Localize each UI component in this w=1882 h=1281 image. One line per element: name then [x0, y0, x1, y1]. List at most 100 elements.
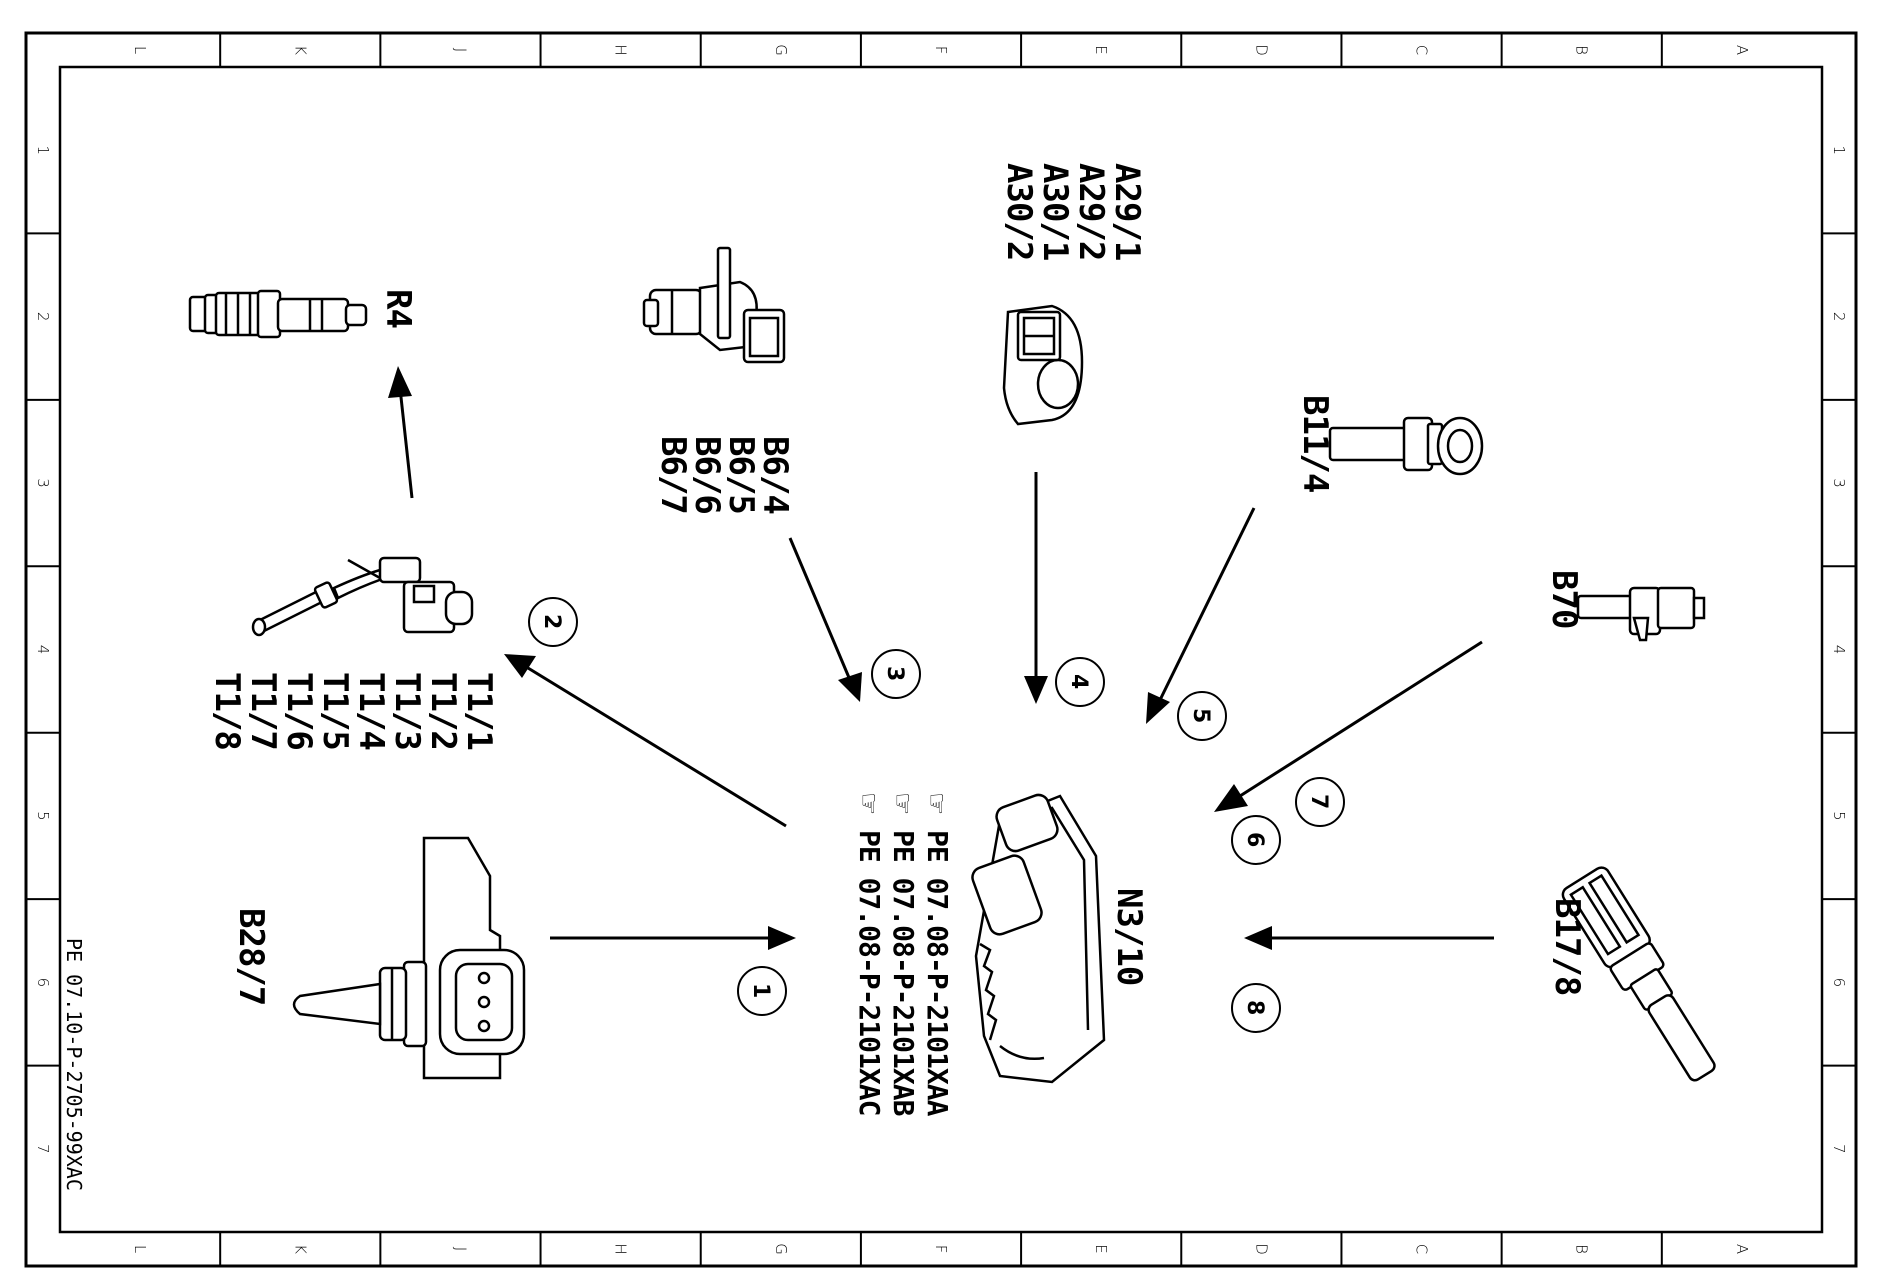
callout-number-8: 8 [1242, 1000, 1267, 1015]
arrowhead-4 [1024, 676, 1048, 704]
arrow-to-r4 [398, 387, 414, 499]
engine-control-unit-icon [971, 793, 1106, 1084]
grid-column-label: H [612, 1243, 630, 1254]
callout-number-7: 7 [1306, 794, 1331, 809]
arrowhead-2 [504, 654, 536, 678]
grid-column-label: E [1092, 45, 1110, 54]
label-t1-6: T1/6 [279, 672, 319, 750]
label-b17-8: B17/8 [1547, 898, 1587, 995]
arrowhead-3 [838, 672, 862, 702]
reference-link-1[interactable]: PE 07.08-P-2101XAA [921, 830, 954, 1117]
callout-number-4: 4 [1066, 674, 1091, 689]
grid-row-label: 6 [34, 978, 52, 988]
knock-sensor-icon [1002, 304, 1084, 426]
grid-column-label: F [932, 1245, 950, 1254]
grid-column-label: D [1252, 44, 1270, 56]
grid-column-label: L [131, 46, 149, 54]
callout-number-6: 6 [1242, 832, 1267, 847]
b6-label-block: B6/4 B6/5 B6/6 B6/7 [653, 436, 795, 514]
grid-column-label: E [1092, 1244, 1110, 1253]
glow-plug-icon [188, 289, 368, 339]
grid-column-label: J [451, 1247, 469, 1251]
grid-row-label: 1 [1830, 145, 1848, 155]
reference-link-2[interactable]: PE 07.08-P-2101XAB [887, 830, 920, 1116]
outer-frame [24, 31, 1858, 1268]
reference-item: ☞ PE 07.08-P-2101XAC [853, 792, 886, 1115]
grid-column-label: B [1573, 45, 1591, 55]
inner-frame [58, 65, 1824, 1234]
arrowhead-r4 [388, 366, 412, 398]
arrowhead-5 [1146, 692, 1170, 724]
grid-left-strip: 1 2 3 4 5 6 7 [26, 145, 60, 1154]
camshaft-sensor-icon [642, 246, 786, 364]
label-a29-2: A29/2 [1071, 163, 1111, 260]
grid-row-label: 2 [34, 312, 52, 322]
hand-pointer-icon: ☞ [922, 792, 952, 815]
callout-1: 1 [737, 966, 787, 1016]
callout-6: 6 [1231, 815, 1281, 865]
arrow-7 [1239, 640, 1483, 798]
grid-column-label: G [772, 1243, 790, 1255]
grid-row-label: 3 [34, 478, 52, 488]
callout-number-5: 5 [1188, 708, 1213, 723]
callout-4: 4 [1055, 657, 1105, 707]
label-b6-5: B6/5 [721, 436, 761, 514]
grid-row-label: 7 [1830, 1144, 1848, 1154]
callout-number-2: 2 [539, 614, 564, 629]
grid-column-label: B [1573, 1244, 1591, 1254]
grid-column-label: H [612, 44, 630, 55]
label-b6-4: B6/4 [755, 436, 795, 514]
arrow-3 [788, 537, 852, 681]
grid-column-label: A [1733, 45, 1751, 55]
a29-label-block: A29/1 A29/2 A30/1 A30/2 [999, 163, 1147, 260]
label-a30-2: A30/2 [999, 163, 1039, 260]
label-n3-10: N3/10 [1109, 888, 1149, 985]
grid-column-label: F [932, 46, 950, 55]
arrow-5 [1158, 507, 1256, 701]
arrowhead-8 [1244, 926, 1272, 950]
label-b6-6: B6/6 [687, 436, 727, 514]
callout-5: 5 [1177, 691, 1227, 741]
grid-row-label: 1 [34, 145, 52, 155]
intake-air-temperature-sensor-icon [1561, 866, 1716, 1082]
grid-row-label: 2 [1830, 312, 1848, 322]
label-b6-7: B6/7 [653, 436, 693, 514]
grid-column-label: A [1733, 1244, 1751, 1254]
grid-row-label: 7 [34, 1144, 52, 1154]
label-t1-2: T1/2 [423, 672, 463, 750]
label-t1-3: T1/3 [387, 672, 427, 750]
reference-item: ☞ PE 07.08-P-2101XAA [921, 792, 954, 1117]
grid-row-label: 4 [34, 645, 52, 655]
exhaust-temperature-sensor-icon [251, 556, 474, 637]
callout-3: 3 [871, 649, 921, 699]
arrowhead-7 [1214, 784, 1248, 812]
hand-pointer-icon: ☞ [854, 792, 884, 815]
grid-column-label: K [291, 45, 309, 55]
grid-row-label: 6 [1830, 978, 1848, 988]
pressure-sensor-icon [292, 836, 526, 1080]
hand-pointer-icon: ☞ [888, 792, 918, 815]
label-b11-4: B11/4 [1295, 395, 1335, 492]
grid-row-label: 5 [34, 811, 52, 821]
label-t1-4: T1/4 [351, 672, 391, 750]
grid-row-label: 4 [1830, 645, 1848, 655]
grid-row-label: 5 [1830, 811, 1848, 821]
grid-right-strip: 1 2 3 4 5 6 7 [1822, 145, 1856, 1154]
t1-label-block: T1/1 T1/2 T1/3 T1/4 T1/5 T1/6 T1/7 T1/8 [207, 672, 499, 750]
reference-item: ☞ PE 07.08-P-2101XAB [887, 792, 920, 1116]
grid-column-label: K [291, 1244, 309, 1254]
label-t1-8: T1/8 [207, 672, 247, 750]
grid-column-label: C [1413, 45, 1431, 55]
label-t1-1: T1/1 [459, 672, 499, 750]
reference-link-3[interactable]: PE 07.08-P-2101XAC [853, 830, 886, 1115]
grid-column-label: J [451, 48, 469, 52]
label-a30-1: A30/1 [1035, 163, 1075, 260]
label-t1-5: T1/5 [315, 672, 355, 750]
crankshaft-sensor-icon [1576, 586, 1706, 642]
grid-row-label: 3 [1830, 478, 1848, 488]
grid-column-label: C [1413, 1244, 1431, 1254]
arrowhead-1 [768, 926, 796, 950]
